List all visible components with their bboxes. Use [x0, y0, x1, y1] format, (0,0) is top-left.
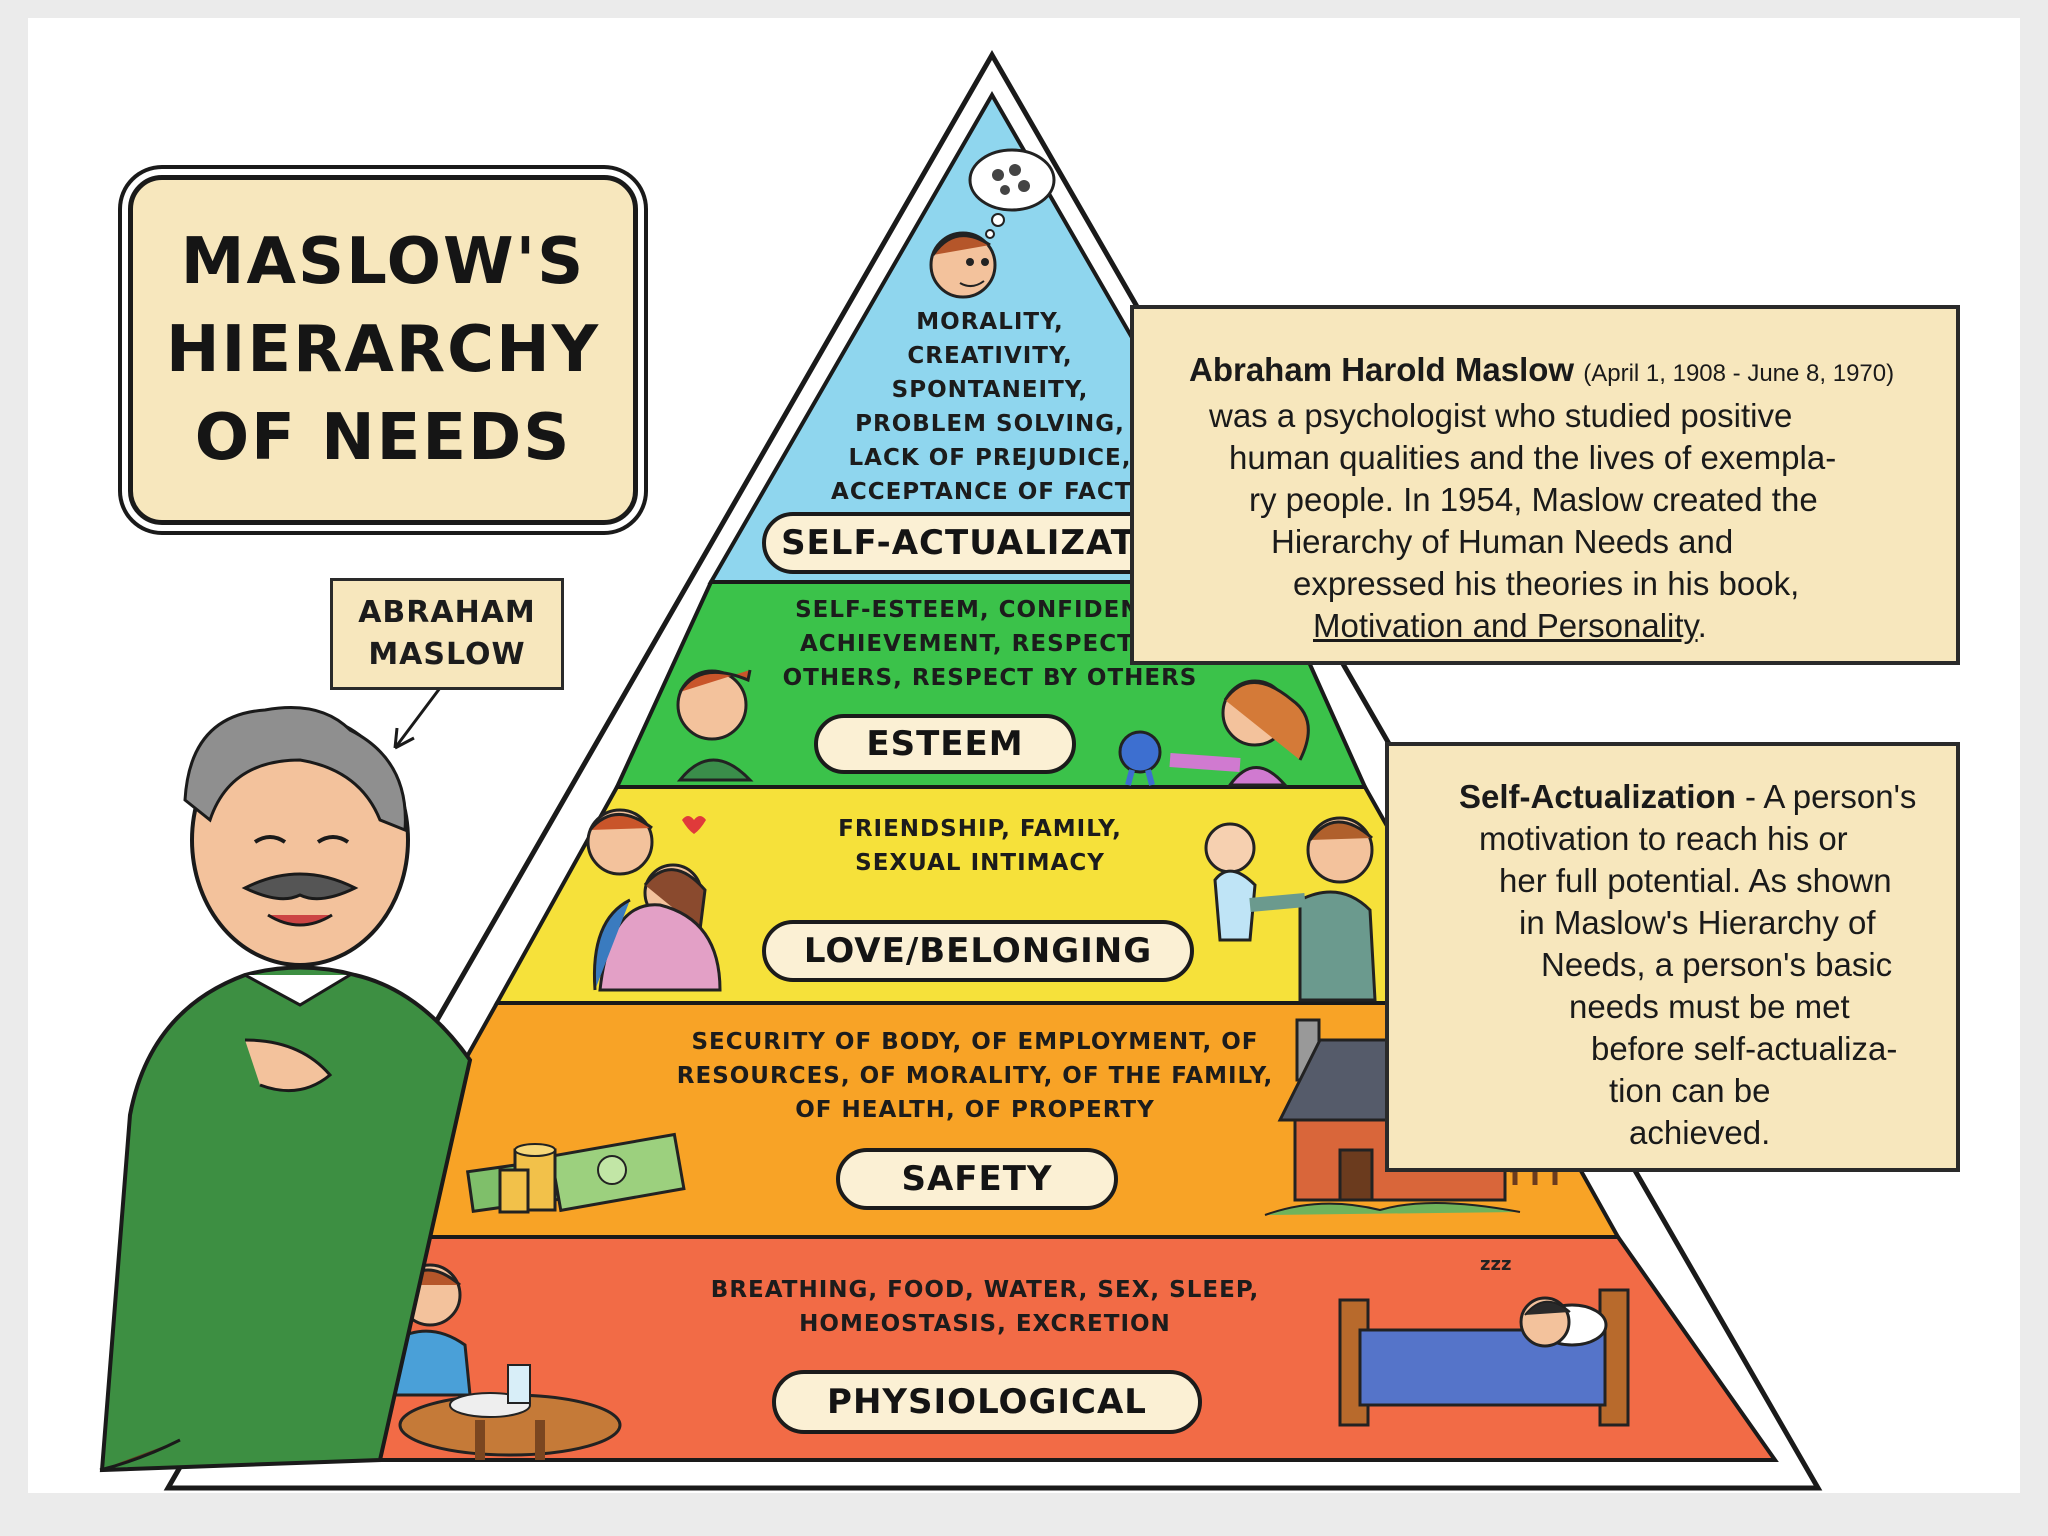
level-label-love-belonging: LOVE/BELONGING — [762, 920, 1194, 982]
bio-dates: (April 1, 1908 - June 8, 1970) — [1583, 360, 1895, 387]
sleeping-child-illustration — [1338, 1288, 1630, 1427]
title-box: MASLOW'S HIERARCHY OF NEEDS — [128, 175, 638, 525]
love-belonging-description: FRIENDSHIP, FAMILY, SEXUAL INTIMACY — [800, 812, 1160, 880]
desc-line: SELF-ESTEEM, CONFIDENCE, — [795, 597, 1185, 623]
desc-line: HOMEOSTASIS, EXCRETION — [799, 1311, 1171, 1337]
level-label-esteem: ESTEEM — [814, 714, 1076, 774]
sleep-zzz-text: zzz — [1480, 1254, 1511, 1275]
maslow-bio-text: Abraham Harold Maslow (April 1, 1908 - J… — [1189, 349, 1959, 647]
desc-line: FRIENDSHIP, FAMILY, — [838, 816, 1122, 842]
abraham-maslow-illustration — [99, 706, 473, 1473]
desc-line: PROBLEM SOLVING, — [855, 411, 1125, 437]
note-header-line: Self-Actualization - A person's — [1459, 776, 1959, 818]
note-line: her full potential. As shown — [1499, 862, 1892, 899]
self-actualization-description: MORALITY, CREATIVITY, SPONTANEITY, PROBL… — [800, 305, 1180, 509]
note-line: Needs, a person's basic — [1541, 946, 1893, 983]
bio-line: expressed his theories in his book, — [1293, 565, 1800, 602]
self-actualization-note-text: Self-Actualization - A person's motivati… — [1459, 776, 1959, 1154]
desc-line: ACCEPTANCE OF FACTS — [831, 479, 1149, 505]
esteem-children-illustration — [676, 669, 1310, 787]
desc-line: OTHERS, RESPECT BY OTHERS — [782, 665, 1198, 691]
name-label-line-2: MASLOW — [368, 637, 526, 672]
level-label-safety: SAFETY — [836, 1148, 1118, 1210]
note-line: achieved. — [1629, 1114, 1771, 1151]
physiological-description: BREATHING, FOOD, WATER, SEX, SLEEP, HOME… — [670, 1273, 1300, 1341]
title-line-2: HIERARCHY — [165, 313, 601, 387]
note-line: motivation to reach his or — [1479, 820, 1848, 857]
level-label-physiological: PHYSIOLOGICAL — [772, 1370, 1202, 1434]
money-illustration — [465, 1132, 686, 1214]
name-label-line-1: ABRAHAM — [358, 595, 536, 630]
desc-line: SPONTANEITY, — [891, 377, 1089, 403]
bio-line: human qualities and the lives of exempla… — [1229, 439, 1837, 476]
name-label-box: ABRAHAM MASLOW — [330, 578, 564, 690]
bio-line: was a psychologist who studied positive — [1209, 397, 1793, 434]
desc-line: MORALITY, — [916, 309, 1064, 335]
bio-book-line: Motivation and Personality. — [1313, 605, 1959, 647]
desc-line: BREATHING, FOOD, WATER, SEX, SLEEP, — [710, 1277, 1260, 1303]
maslow-bio-box: Abraham Harold Maslow (April 1, 1908 - J… — [1130, 305, 1960, 665]
love-belonging-illustration — [586, 808, 1377, 1002]
desc-line: SEXUAL INTIMACY — [855, 850, 1105, 876]
book-title-end: . — [1697, 607, 1707, 644]
note-line: needs must be met — [1569, 988, 1850, 1025]
safety-description: SECURITY OF BODY, OF EMPLOYMENT, OF RESO… — [615, 1025, 1335, 1127]
bio-header-line: Abraham Harold Maslow (April 1, 1908 - J… — [1189, 349, 1959, 395]
note-line: before self-actualiza- — [1591, 1030, 1898, 1067]
note-line: tion can be — [1609, 1072, 1771, 1109]
bio-name: Abraham Harold Maslow — [1189, 351, 1575, 388]
bio-line: Hierarchy of Human Needs and — [1271, 523, 1734, 560]
title-line-1: MASLOW'S — [180, 225, 586, 299]
desc-line: OF HEALTH, OF PROPERTY — [795, 1097, 1155, 1123]
desc-line: LACK OF PREJUDICE, — [848, 445, 1132, 471]
note-term: Self-Actualization — [1459, 778, 1736, 815]
thinking-child-illustration — [929, 148, 1056, 299]
title-line-3: OF NEEDS — [194, 401, 572, 475]
desc-line: RESOURCES, OF MORALITY, OF THE FAMILY, — [676, 1063, 1274, 1089]
bio-line: ry people. In 1954, Maslow created the — [1249, 481, 1818, 518]
book-title-link[interactable]: Motivation and Personality — [1313, 607, 1698, 644]
note-line: in Maslow's Hierarchy of — [1519, 904, 1876, 941]
esteem-description: SELF-ESTEEM, CONFIDENCE, ACHIEVEMENT, RE… — [765, 593, 1215, 695]
self-actualization-note-box: Self-Actualization - A person's motivati… — [1385, 742, 1960, 1172]
note-line: - A person's — [1745, 778, 1917, 815]
desc-line: SECURITY OF BODY, OF EMPLOYMENT, OF — [691, 1029, 1259, 1055]
name-pointer-arrow — [393, 687, 442, 750]
desc-line: ACHIEVEMENT, RESPECT OF — [799, 631, 1181, 657]
desc-line: CREATIVITY, — [907, 343, 1073, 369]
